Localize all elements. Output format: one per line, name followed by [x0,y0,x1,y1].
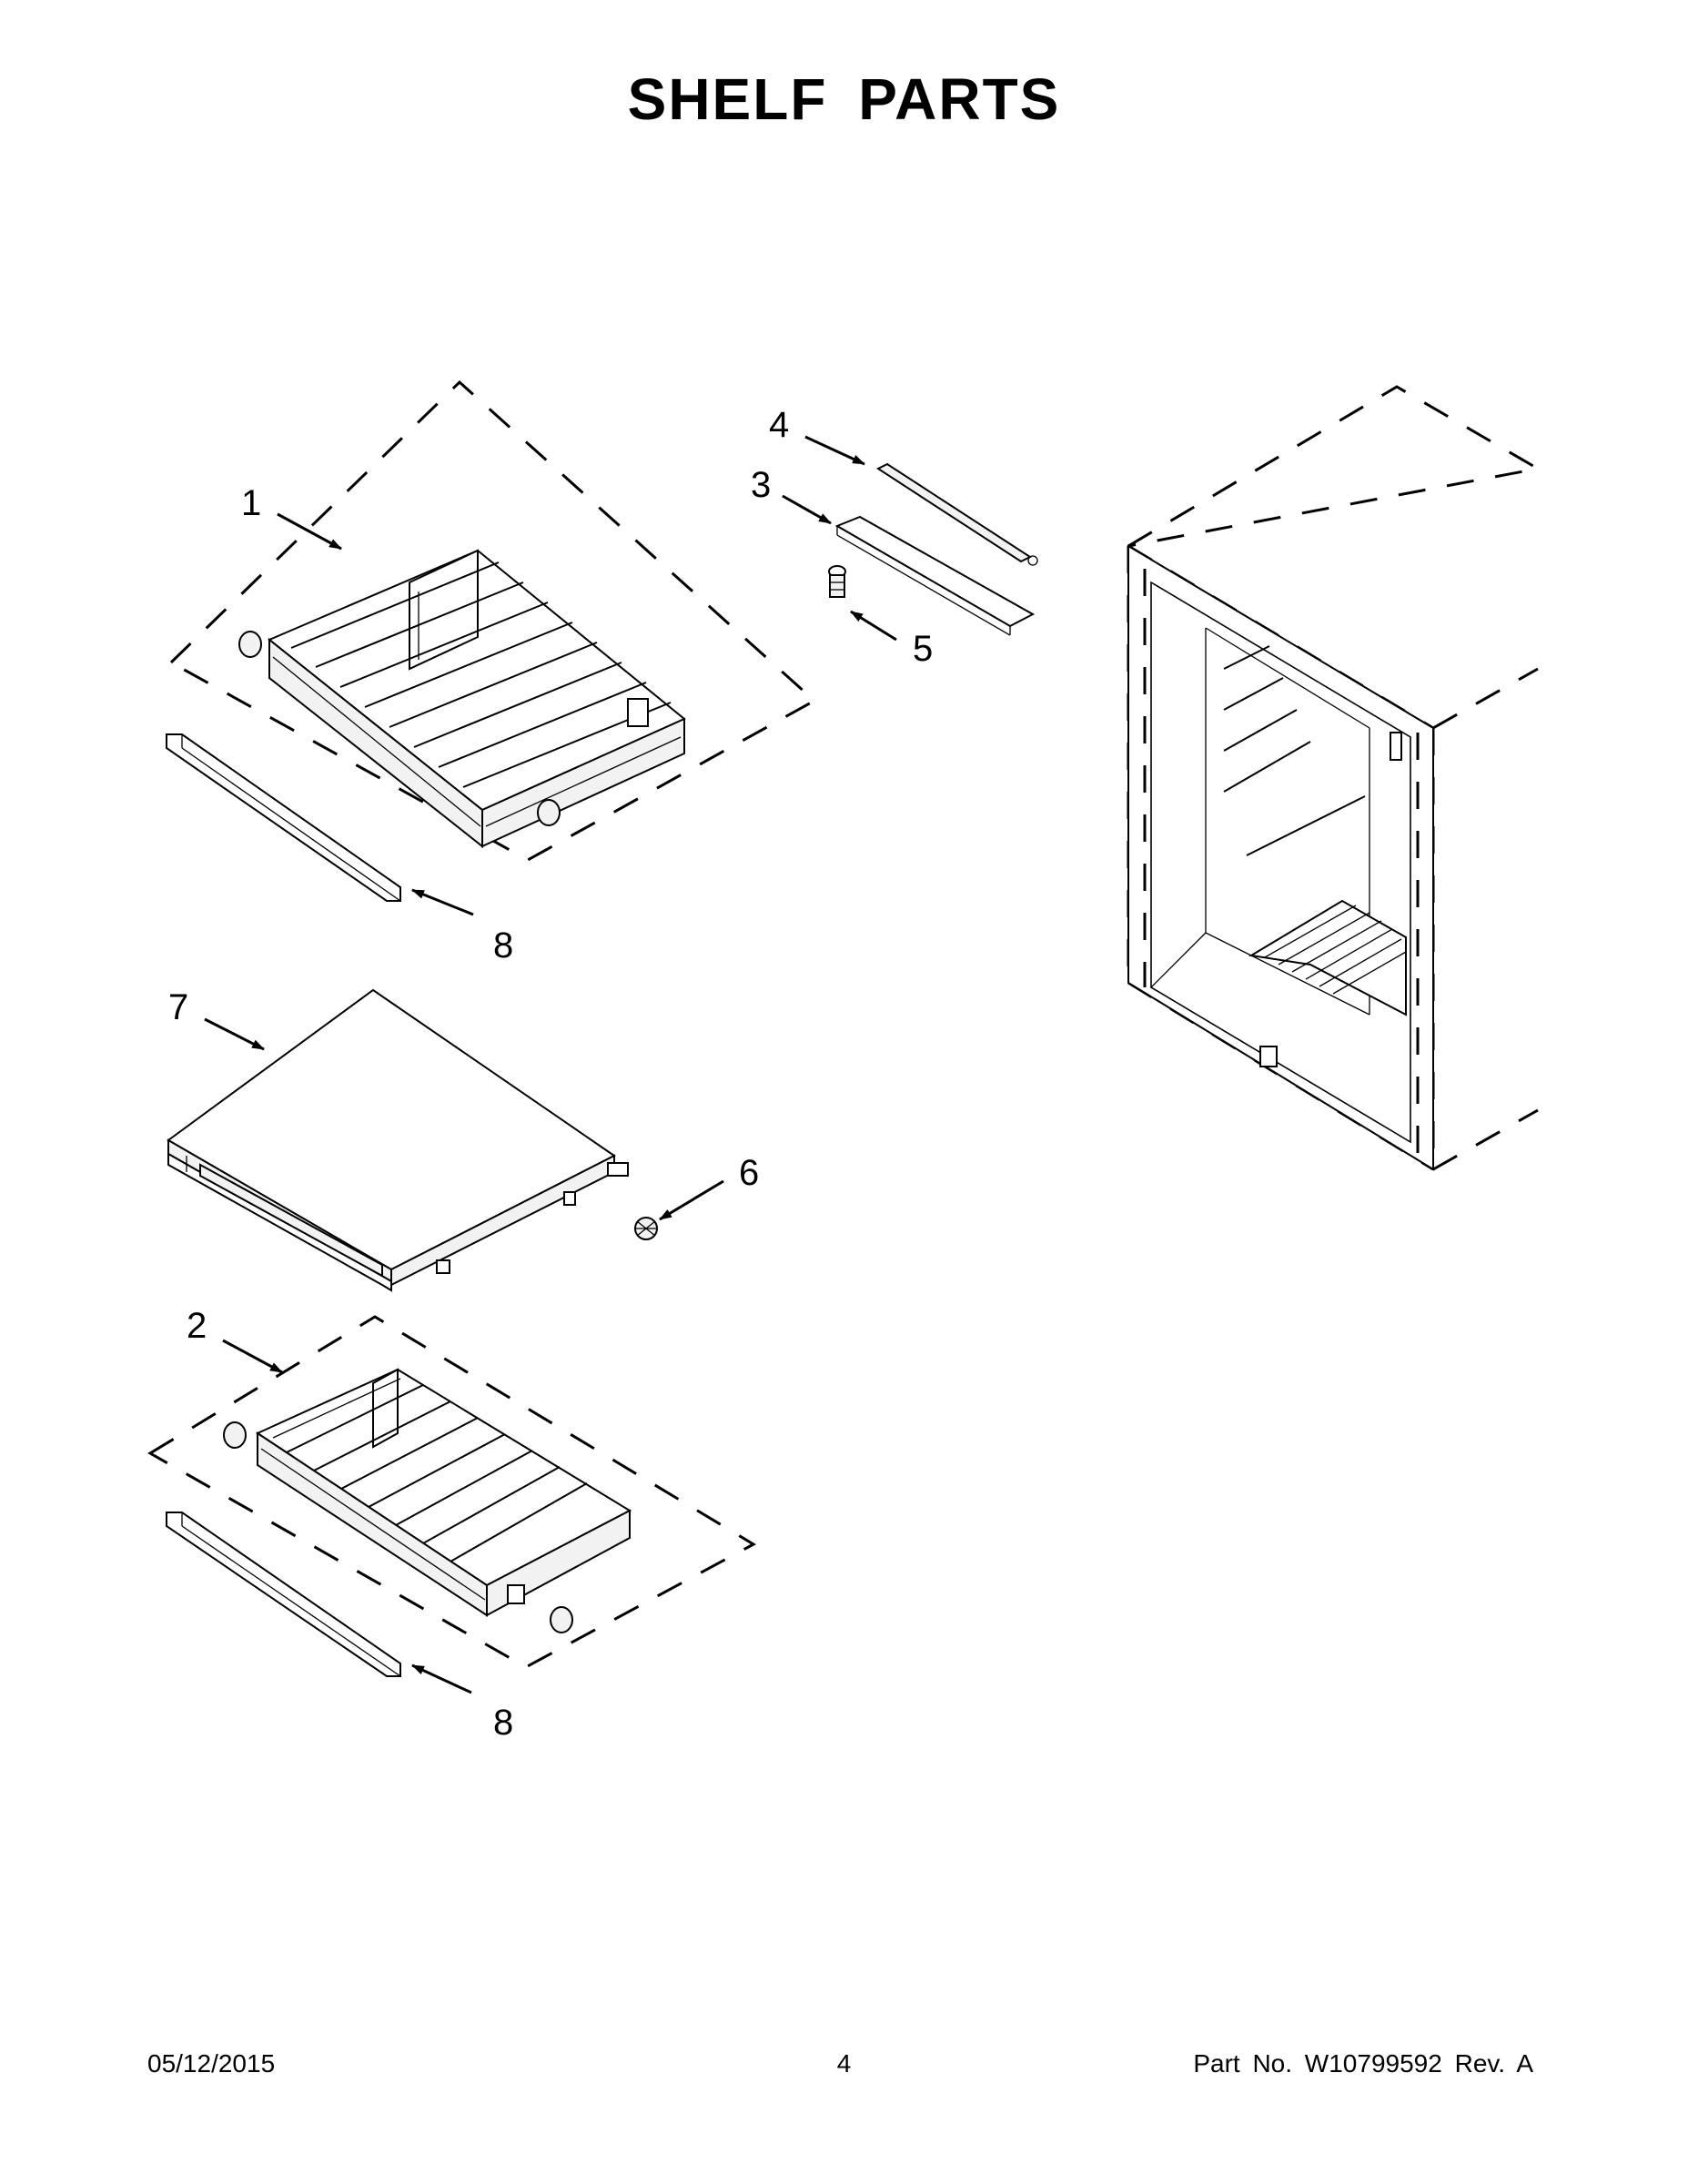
callout-arrows [204,435,897,1694]
screw-5 [828,565,846,598]
callout-3: 3 [751,465,771,505]
callout-1: 1 [241,483,261,523]
shelf-assembly-1 [168,379,817,862]
led-light-strip-4 [875,462,1038,566]
callout-4: 4 [769,405,789,445]
callout-7: 7 [168,987,188,1027]
footer-part-number: Part No. W10799592 Rev. A [1193,2049,1533,2078]
front-trim-8-upper [166,733,401,902]
callout-8-lower: 8 [493,1703,513,1743]
callout-5: 5 [913,629,933,669]
shelf-assembly-2 [147,1315,757,1669]
display-shelf-7 [167,988,629,1292]
cabinet-housing [1127,385,1542,1171]
footer-date: 05/12/2015 [147,2049,276,2078]
callout-8-upper: 8 [493,925,513,966]
wheel-6 [634,1217,658,1240]
callout-6: 6 [739,1153,759,1193]
footer-page-number: 4 [836,2049,852,2078]
callout-2: 2 [187,1306,207,1346]
front-trim-8-lower [166,1512,401,1677]
light-cover-3 [834,515,1036,636]
page-title: SHELF PARTS [627,66,1061,132]
